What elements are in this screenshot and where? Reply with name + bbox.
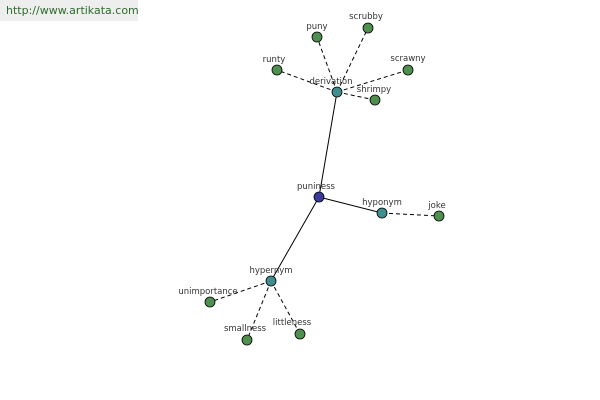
edge-derivation-scrubby — [336, 27, 369, 93]
label-hypernym[interactable]: hypernym — [249, 266, 292, 276]
edge-hypernym-unimportance — [209, 280, 272, 303]
node-derivation[interactable] — [331, 86, 343, 98]
edge-puniness-derivation — [318, 91, 338, 198]
node-runty[interactable] — [271, 64, 283, 76]
edge-hypernym-smallness — [246, 280, 272, 341]
label-derivation[interactable]: derivation — [309, 77, 352, 87]
edge-puniness-hypernym — [270, 196, 320, 282]
node-scrubby[interactable] — [362, 22, 374, 34]
edge-derivation-puny — [316, 36, 338, 93]
edge-puniness-hyponym — [318, 196, 383, 214]
site-url-link[interactable]: http://www.artikata.com — [0, 0, 139, 21]
label-scrawny[interactable]: scrawny — [390, 54, 425, 64]
label-puny[interactable]: puny — [306, 22, 327, 32]
node-hyponym[interactable] — [376, 207, 388, 219]
label-joke[interactable]: joke — [427, 201, 445, 211]
edge-hyponym-joke — [381, 212, 440, 217]
node-littleness[interactable] — [294, 328, 306, 340]
edge-derivation-scrawny — [336, 69, 409, 93]
node-puny[interactable] — [311, 31, 323, 43]
label-shrimpy[interactable]: shrimpy — [357, 85, 391, 95]
edge-derivation-runty — [276, 69, 338, 93]
label-hyponym[interactable]: hyponym — [362, 198, 402, 208]
graph-labels: puniness derivation puny scrubby runty scrawn… — [178, 12, 445, 334]
label-scrubby[interactable]: scrubby — [349, 12, 383, 22]
node-smallness[interactable] — [241, 334, 253, 346]
graph-nodes — [204, 22, 445, 346]
node-joke[interactable] — [433, 210, 445, 222]
label-smallness[interactable]: smallness — [224, 324, 267, 334]
node-hypernym[interactable] — [265, 275, 277, 287]
node-puniness[interactable] — [313, 191, 325, 203]
edge-hypernym-littleness — [270, 280, 301, 335]
graph-edges — [209, 27, 440, 341]
label-unimportance[interactable]: unimportance — [178, 287, 237, 297]
node-unimportance[interactable] — [204, 296, 216, 308]
node-shrimpy[interactable] — [369, 94, 381, 106]
label-puniness[interactable]: puniness — [297, 182, 336, 192]
label-littleness[interactable]: littleness — [273, 318, 312, 328]
label-runty[interactable]: runty — [263, 55, 286, 65]
node-scrawny[interactable] — [402, 64, 414, 76]
